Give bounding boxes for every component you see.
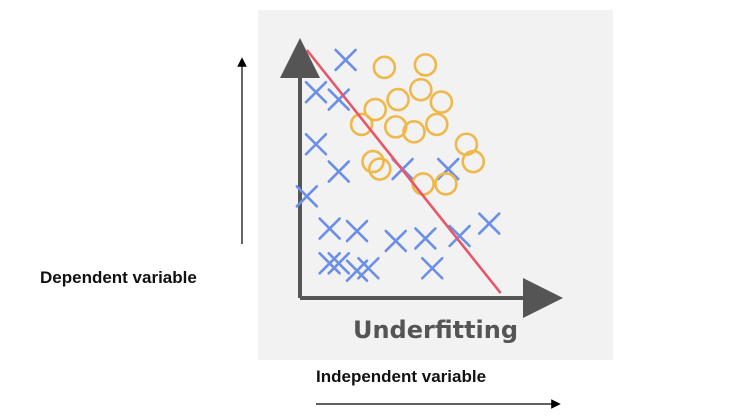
circle-point — [363, 97, 388, 122]
cross-point — [304, 132, 328, 156]
cross-point — [318, 251, 341, 275]
cross-point — [384, 229, 408, 253]
plot-axes — [280, 38, 563, 318]
y-axis-label: Dependent variable — [40, 268, 197, 287]
cross-markers — [295, 48, 501, 283]
circle-point — [361, 149, 385, 174]
circle-point — [411, 172, 435, 196]
cross-point — [318, 217, 341, 240]
fit-line-group — [305, 49, 502, 294]
cross-point — [334, 48, 357, 72]
circle-point — [413, 53, 438, 77]
fit-line — [305, 49, 502, 294]
cross-point — [357, 256, 380, 280]
circle-markers — [349, 53, 486, 196]
circle-point — [372, 55, 397, 80]
cross-point — [304, 80, 328, 104]
circle-point — [409, 77, 433, 102]
circle-point — [425, 112, 449, 137]
circle-point — [383, 115, 408, 139]
cross-point — [436, 157, 460, 181]
cross-point — [327, 251, 351, 275]
diagram-panel: Underfitting — [258, 10, 613, 360]
circle-point — [454, 132, 479, 157]
x-axis-label: Independent variable — [316, 367, 487, 386]
scatter-plot — [280, 38, 563, 318]
cross-point — [327, 88, 351, 111]
circle-point — [402, 120, 426, 144]
cross-point — [295, 185, 319, 208]
circle-point — [429, 90, 454, 114]
diagram-caption: Underfitting — [352, 316, 519, 344]
cross-point — [327, 160, 351, 183]
circle-point — [386, 87, 410, 112]
cross-point — [414, 227, 437, 250]
cross-point — [448, 224, 471, 248]
cross-point — [477, 212, 501, 235]
circle-point — [368, 157, 392, 181]
cross-point — [345, 219, 369, 243]
circle-point — [434, 172, 458, 196]
cross-point — [420, 256, 444, 280]
circle-point — [349, 112, 374, 137]
